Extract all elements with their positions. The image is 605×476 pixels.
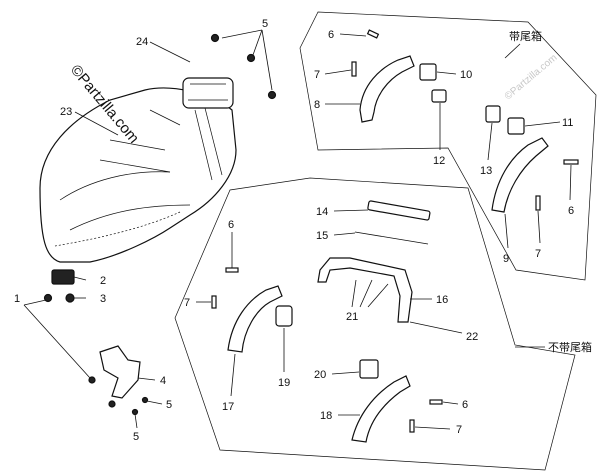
callout-15: 15 xyxy=(316,230,328,242)
callout-21: 21 xyxy=(346,311,358,323)
callout-7c: 7 xyxy=(184,297,190,309)
callout-5b: 5 xyxy=(166,399,172,411)
part-6-bolt-b xyxy=(563,159,579,165)
part-4-latch xyxy=(88,345,149,416)
callout-5c: 5 xyxy=(133,431,139,443)
backrest-pad xyxy=(182,77,234,109)
part-11-bracket xyxy=(507,117,525,135)
part-14-strip xyxy=(367,200,431,221)
with-tail-box-parts xyxy=(351,29,579,213)
callout-2: 2 xyxy=(100,275,106,287)
part-7-bolt-c xyxy=(211,295,217,309)
callout-6d: 6 xyxy=(462,399,468,411)
callout-6b: 6 xyxy=(568,205,574,217)
callout-19: 19 xyxy=(278,377,290,389)
part-16-rail xyxy=(317,257,413,323)
callout-8: 8 xyxy=(314,99,320,111)
leader-lines xyxy=(23,29,572,430)
without-tail-box-parts xyxy=(211,200,443,443)
part-5-nut-c xyxy=(267,90,277,100)
part-1-bolt xyxy=(43,293,53,303)
callout-4: 4 xyxy=(160,375,166,387)
part-17-handle xyxy=(227,285,283,353)
part-5-nut-b xyxy=(246,53,256,63)
callout-24: 24 xyxy=(136,36,148,48)
callouts: 24 5 23 2 3 1 4 5 5 6 7 8 10 12 13 11 6 … xyxy=(14,18,574,443)
callout-23: 23 xyxy=(60,106,72,118)
callout-3: 3 xyxy=(100,293,106,305)
callout-6c: 6 xyxy=(228,219,234,231)
callout-7d: 7 xyxy=(456,424,462,436)
callout-13: 13 xyxy=(480,165,492,177)
part-5-nut-a xyxy=(210,33,220,43)
callout-5a: 5 xyxy=(262,18,268,30)
part-10-pad xyxy=(419,63,437,81)
watermark-faint: ©Partzilla.com xyxy=(503,52,560,102)
callout-20: 20 xyxy=(314,369,326,381)
part-13-pad xyxy=(485,105,501,123)
part-7-bolt-d xyxy=(409,419,415,433)
callout-7a: 7 xyxy=(314,69,320,81)
part-12-pad xyxy=(431,89,447,103)
callout-7b: 7 xyxy=(535,248,541,260)
seat-assembly xyxy=(39,77,237,263)
part-20-bracket xyxy=(359,359,379,379)
callout-12: 12 xyxy=(433,155,445,167)
part-3-nut xyxy=(65,293,75,303)
part-18-handle xyxy=(351,375,411,443)
part-6-bolt-d xyxy=(429,399,443,405)
part-6-bolt-c xyxy=(225,267,239,273)
with-tail-box-label: 带尾箱 xyxy=(509,29,542,43)
part-7-bolt xyxy=(351,61,357,77)
part-19-pad xyxy=(275,305,293,327)
part-6-bolt xyxy=(366,29,380,39)
without-tail-box-outline xyxy=(174,177,576,471)
callout-10: 10 xyxy=(460,69,472,81)
callout-18: 18 xyxy=(320,410,332,422)
callout-16: 16 xyxy=(436,294,448,306)
part-9-handle xyxy=(491,137,549,213)
with-tail-box-outline xyxy=(299,11,597,281)
callout-9: 9 xyxy=(503,253,509,265)
callout-11: 11 xyxy=(562,117,573,129)
callout-14: 14 xyxy=(316,206,328,218)
callout-1: 1 xyxy=(14,293,20,305)
callout-17: 17 xyxy=(222,401,234,413)
callout-6a: 6 xyxy=(328,29,334,41)
part-8-handle xyxy=(359,55,415,123)
callout-22: 22 xyxy=(466,331,478,343)
without-tail-box-label: 不带尾箱 xyxy=(548,340,592,354)
part-7-bolt-b xyxy=(535,195,541,211)
part-15-rod xyxy=(354,231,429,245)
part-2-bracket xyxy=(51,269,75,285)
